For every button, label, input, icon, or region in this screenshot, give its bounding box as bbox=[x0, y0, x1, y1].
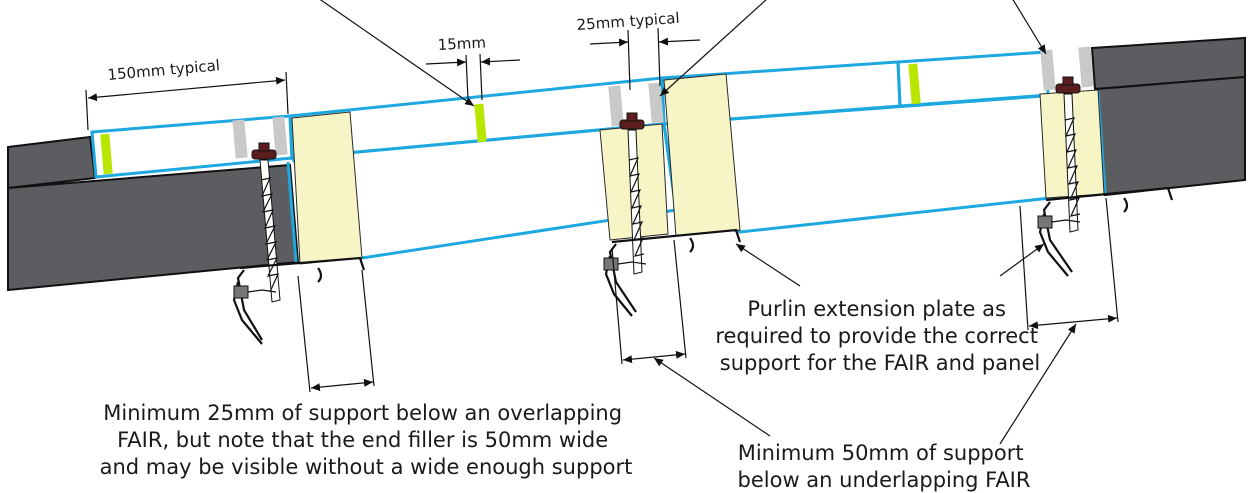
dimension-label-25mm: 25mm typical bbox=[576, 9, 680, 34]
note-purlin-line-1: Purlin extension plate as bbox=[747, 297, 1006, 321]
purlin-brackets bbox=[232, 186, 1174, 345]
note-purlin-line-2: required to provide the correct bbox=[715, 324, 1038, 348]
dimension-label-150mm: 150mm typical bbox=[107, 56, 221, 84]
support-dimensions bbox=[297, 197, 1119, 393]
bracket-middle bbox=[603, 228, 742, 317]
bracket-left bbox=[232, 256, 366, 345]
spacers-and-seals bbox=[100, 46, 1094, 175]
fixing-screws bbox=[251, 76, 1081, 303]
right-roof-sheet bbox=[1090, 36, 1246, 197]
bracket-right bbox=[1037, 186, 1174, 277]
note-leaders bbox=[653, 243, 1077, 445]
note-purlin-line-3: support for the FAIR and panel bbox=[720, 351, 1040, 375]
note-underlap-line-2: below an underlapping FAIR bbox=[738, 468, 1031, 492]
note-overlapping-support: Minimum 25mm of support below an overlap… bbox=[100, 401, 633, 479]
note-overlap-line-3: and may be visible without a wide enough… bbox=[100, 455, 633, 479]
note-overlap-line-1: Minimum 25mm of support below an overlap… bbox=[103, 401, 622, 425]
note-underlapping-support: Minimum 50mm of support below an underla… bbox=[738, 441, 1031, 492]
note-underlap-line-1: Minimum 50mm of support bbox=[738, 441, 1024, 465]
dimension-15mm: 15mm bbox=[425, 33, 521, 101]
note-overlap-line-2: FAIR, but note that the end filler is 50… bbox=[117, 428, 608, 452]
left-roof-sheet bbox=[7, 135, 300, 292]
dimension-label-15mm: 15mm bbox=[437, 33, 486, 54]
note-purlin-extension: Purlin extension plate as required to pr… bbox=[715, 297, 1044, 375]
screw-left bbox=[251, 142, 281, 303]
leader-lines-top bbox=[319, 0, 1047, 107]
